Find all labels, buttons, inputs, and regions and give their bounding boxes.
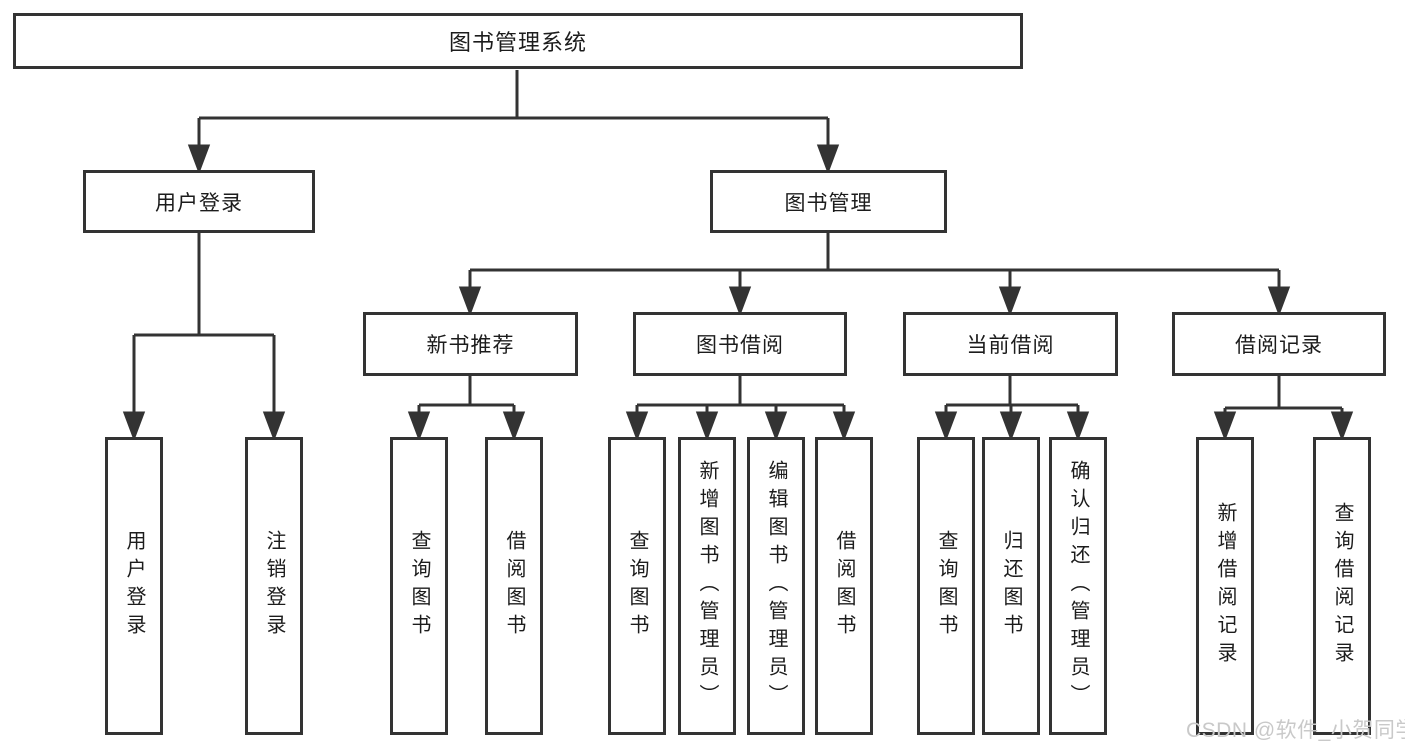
node-current-borrow: 当前借阅 [903,312,1118,376]
node-borrow-books: 借阅图书 [815,437,873,735]
node-borrow-records: 借阅记录 [1172,312,1386,376]
node-logout: 注销登录 [245,437,303,735]
node-query-borrow-record: 查询借阅记录 [1313,437,1371,735]
connector-new-book-recommend [407,376,526,442]
node-book-borrow: 图书借阅 [633,312,847,376]
node-edit-book-admin: 编辑图书（管理员） [747,437,805,735]
node-new-book-recommend: 新书推荐 [363,312,578,376]
node-query-books-borrow: 查询图书 [608,437,666,735]
watermark: CSDN @软件_小贺同学 [1186,719,1405,742]
node-query-books-recommend: 查询图书 [390,437,448,735]
connector-root-to-level2 [187,70,840,175]
connector-user-login-group [122,233,286,442]
connector-book-borrow [625,376,856,442]
node-user-login-group: 用户登录 [83,170,315,233]
node-root: 图书管理系统 [13,13,1023,69]
connector-book-management-to-level3 [458,233,1291,317]
node-borrow-books-recommend: 借阅图书 [485,437,543,735]
connector-borrow-records [1213,376,1354,442]
node-add-book-admin: 新增图书（管理员） [678,437,736,735]
node-user-login: 用户登录 [105,437,163,735]
node-add-borrow-record: 新增借阅记录 [1196,437,1254,735]
node-book-management: 图书管理 [710,170,947,233]
node-return-book: 归还图书 [982,437,1040,735]
connector-current-borrow [934,376,1090,442]
node-confirm-return-admin: 确认归还（管理员） [1049,437,1107,735]
node-query-books-current: 查询图书 [917,437,975,735]
